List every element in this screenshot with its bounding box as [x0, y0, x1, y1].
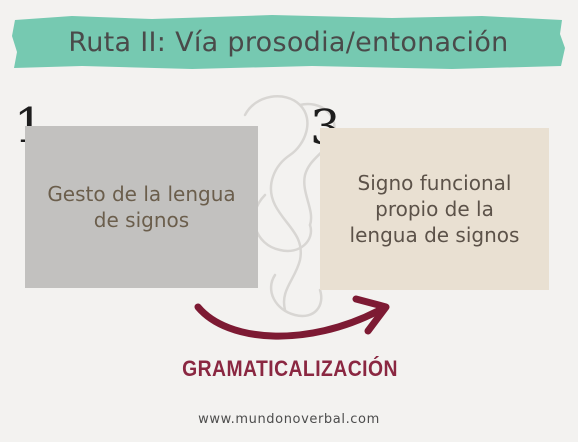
page-title: Ruta II: Vía prosodia/entonación: [68, 26, 509, 58]
title-banner: Ruta II: Vía prosodia/entonación: [12, 14, 565, 70]
step-box-gesture: Gesto de la lengua de signos: [25, 126, 258, 288]
website-footer: www.mundonoverbal.com: [198, 412, 380, 427]
grammaticalization-label: GRAMATICALIZACIÓN: [182, 356, 398, 381]
banner-brush-shape: [12, 15, 565, 69]
step-box-functional-sign-text: Signo funcional propio de la lengua de s…: [349, 171, 520, 247]
step-box-gesture-text: Gesto de la lengua de signos: [47, 182, 236, 232]
step-box-functional-sign: Signo funcional propio de la lengua de s…: [320, 128, 549, 290]
curved-arrow-icon: [194, 295, 390, 340]
